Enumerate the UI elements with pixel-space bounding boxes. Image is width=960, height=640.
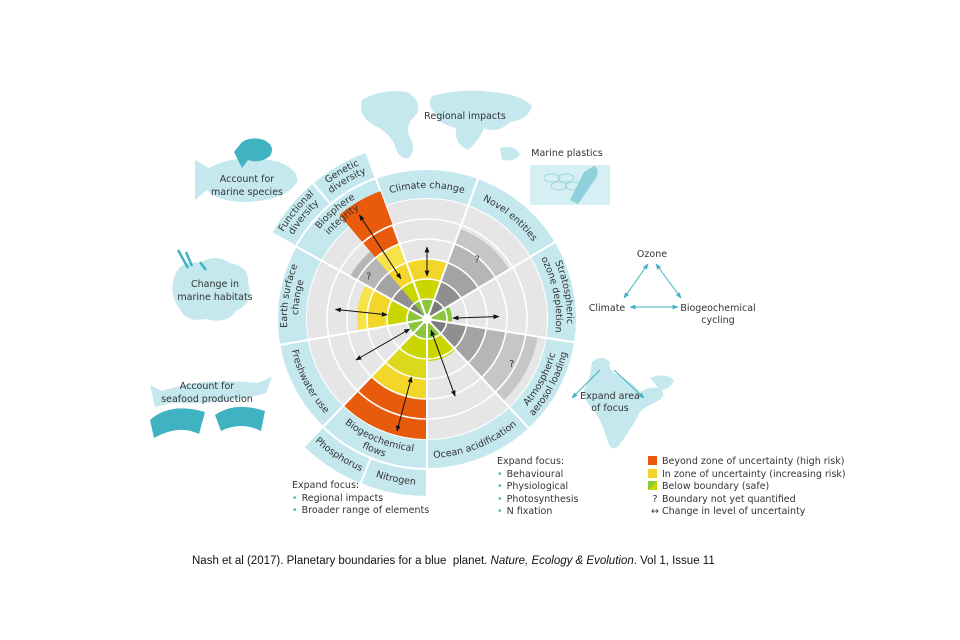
band-aerosol-loading	[467, 328, 507, 378]
citation: Nash et al (2017). Planetary boundaries …	[192, 555, 715, 567]
sector-divider	[426, 240, 557, 320]
marine-plastics-icon	[530, 165, 610, 205]
ozone-label: Ozone	[637, 249, 667, 260]
focus-item: •Broader range of elements	[292, 505, 430, 517]
unknown-boundary-mark: ?	[509, 359, 514, 370]
legend-safe: Below boundary (safe)	[648, 481, 846, 494]
focus-item: •Regional impacts	[292, 492, 384, 504]
focus-item: •Behavioural	[497, 468, 564, 480]
swatch-orange	[648, 456, 657, 465]
label-climate-change: Climate change	[388, 180, 466, 196]
marine-plastics-label: Marine plastics	[531, 148, 602, 159]
band-biosphere-integrity	[414, 300, 427, 319]
coral-habitat-icon	[172, 249, 250, 321]
band-biosphere-integrity	[392, 288, 415, 310]
tab-phosphorus	[301, 425, 373, 486]
sector-divider	[295, 245, 428, 320]
focus-item: •Physiological	[497, 481, 569, 493]
uncertainty-arrow-icon	[359, 214, 402, 280]
band-climate-change	[420, 299, 434, 319]
expand-focus-left: Expand focus: •Regional impacts •Broader…	[292, 480, 429, 518]
legend-increasing-risk: In zone of uncertainty (increasing risk)	[648, 468, 846, 482]
swatch-green	[648, 481, 657, 491]
swatch-yellow	[648, 468, 657, 478]
uncertainty-arrow-icon	[452, 314, 500, 321]
band-climate-change	[413, 278, 441, 301]
shrimp-icon	[150, 377, 272, 438]
uncertainty-arrow-icon	[355, 328, 411, 361]
double-arrow-icon: ↔	[651, 506, 659, 518]
unknown-boundary-mark: ?	[475, 254, 480, 265]
india-map-icon	[571, 358, 674, 449]
climate-label: Climate	[589, 303, 626, 314]
focus-title: Expand focus:	[497, 456, 565, 467]
band-aerosol-loading	[481, 331, 538, 401]
band-biosphere-integrity	[401, 281, 421, 304]
sector-divider	[426, 177, 480, 320]
center-dot	[422, 314, 432, 324]
legend-not-quantified: ?Boundary not yet quantified	[652, 493, 796, 505]
band-novel-entities	[454, 228, 510, 278]
band-biosphere-integrity	[409, 303, 427, 319]
band-novel-entities	[447, 243, 496, 289]
sector-divider	[426, 318, 576, 344]
band-novel-entities	[440, 262, 479, 299]
band-aerosol-loading	[454, 325, 487, 363]
uncertainty-arrow-icon	[430, 329, 456, 397]
unknown-boundary-mark: ?	[366, 272, 371, 283]
legend-uncertainty-change: ↔Change in level of uncertainty	[648, 506, 846, 519]
legend-high-risk: Beyond zone of uncertainty (high risk)	[648, 456, 846, 469]
focus-title: Expand focus:	[292, 480, 360, 491]
legend: Beyond zone of uncertainty (high risk) I…	[648, 456, 846, 519]
regional-impacts-label: Regional impacts	[424, 111, 506, 122]
world-map-icon	[360, 90, 532, 161]
uncertainty-arrow-icon	[334, 307, 388, 317]
focus-item: •Photosynthesis	[497, 493, 579, 505]
band-novel-entities	[427, 300, 445, 319]
expand-focus-middle: Expand focus: •Behavioural •Physiologica…	[497, 456, 578, 519]
focus-item: •N fixation	[497, 506, 553, 518]
fish-icon	[195, 138, 298, 202]
uncertainty-arrow-icon	[396, 376, 413, 432]
sector-divider	[279, 318, 428, 347]
